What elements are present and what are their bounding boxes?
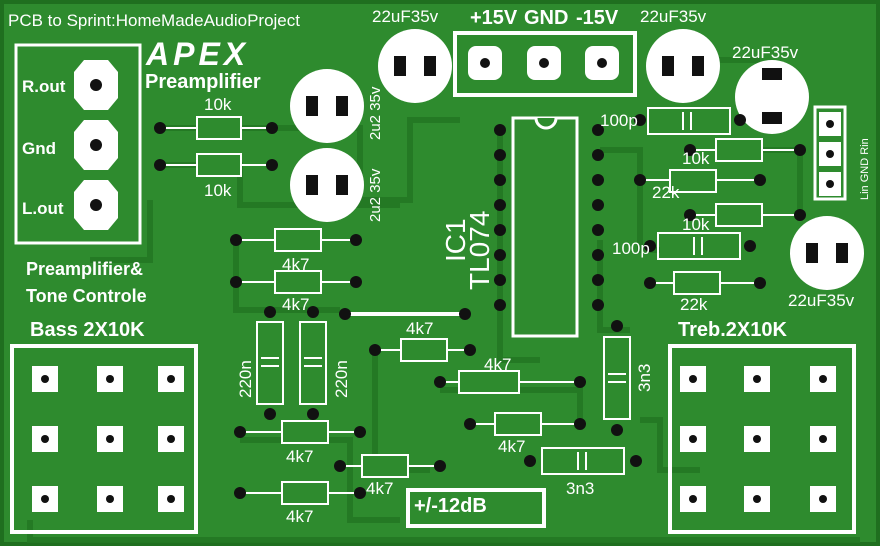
- cap-label-220n-1: 220n: [236, 360, 255, 398]
- cap-label-22u-3: 22uF35v: [732, 43, 799, 62]
- res-label-22k-2: 22k: [680, 295, 708, 314]
- electrolytic-caps: [290, 29, 864, 290]
- power-pads: [468, 46, 619, 80]
- power-connector-outline: [453, 31, 637, 97]
- res-label-4k7-5: 4k7: [498, 437, 526, 456]
- gain-label-box: [406, 488, 546, 528]
- resistors: [160, 116, 800, 505]
- output-right-label: R.out: [22, 77, 66, 96]
- res-label-10k-2: 10k: [204, 181, 232, 200]
- cap-label-2u2-2: 2u2 35v: [367, 168, 384, 222]
- output-left-label: L.out: [22, 199, 64, 218]
- res-label-4k7-6: 4k7: [286, 447, 314, 466]
- cap-label-3n3-2: 3n3: [566, 479, 595, 498]
- preamp-tone-label-1: Preamplifier&: [26, 259, 144, 279]
- res-label-4k7-2: 4k7: [282, 295, 310, 314]
- res-label-10k-3: 10k: [682, 149, 710, 168]
- res-label-10k-1: 10k: [204, 95, 232, 114]
- output-gnd-label: Gnd: [22, 139, 56, 158]
- cap-label-100p-2: 100p: [612, 239, 650, 258]
- bass-pot-outline: [10, 344, 198, 534]
- pads: [154, 114, 806, 499]
- input-connector-label: Lin GND Rin: [859, 138, 871, 200]
- ic-outline: [511, 116, 579, 338]
- res-label-10k-4: 10k: [682, 215, 710, 234]
- cap-label-22u-1: 22uF35v: [372, 7, 439, 26]
- res-label-4k7-3: 4k7: [406, 319, 434, 338]
- cap-label-100p-1: 100p: [600, 111, 638, 130]
- brand-logo: APEX: [146, 36, 250, 72]
- ic-part-label: TL074: [464, 210, 495, 290]
- treb-pot-label: Treb.2X10K: [678, 319, 787, 341]
- ceramic-caps: [256, 107, 741, 475]
- ic-pads: [494, 124, 604, 311]
- bass-pot-label: Bass 2X10K: [30, 319, 145, 341]
- res-label-22k-1: 22k: [652, 183, 680, 202]
- treb-pot-outline: [668, 344, 856, 534]
- power-gnd-label: GND: [524, 7, 569, 29]
- res-label-4k7-4: 4k7: [484, 355, 512, 374]
- cap-label-22u-4: 22uF35v: [788, 291, 855, 310]
- res-label-4k7-7: 4k7: [366, 479, 394, 498]
- preamp-tone-label-2: Tone Controle: [26, 286, 147, 306]
- gain-label: +/-12dB: [414, 495, 487, 517]
- cap-label-2u2-1: 2u2 35v: [367, 86, 384, 140]
- res-label-4k7-1: 4k7: [282, 255, 310, 274]
- cap-label-220n-2: 220n: [332, 360, 351, 398]
- input-connector-outline: [813, 105, 847, 201]
- preamp-section-label: Preamplifier: [145, 71, 261, 93]
- output-pads: [74, 60, 118, 230]
- res-label-4k7-8: 4k7: [286, 507, 314, 526]
- cap-label-22u-2: 22uF35v: [640, 7, 707, 26]
- output-connector-outline: [14, 43, 142, 245]
- cap-label-3n3-1: 3n3: [635, 363, 654, 392]
- power-neg-label: -15V: [576, 7, 619, 29]
- power-pos-label: +15V: [470, 7, 518, 29]
- board-title: PCB to Sprint:HomeMadeAudioProject: [8, 11, 300, 30]
